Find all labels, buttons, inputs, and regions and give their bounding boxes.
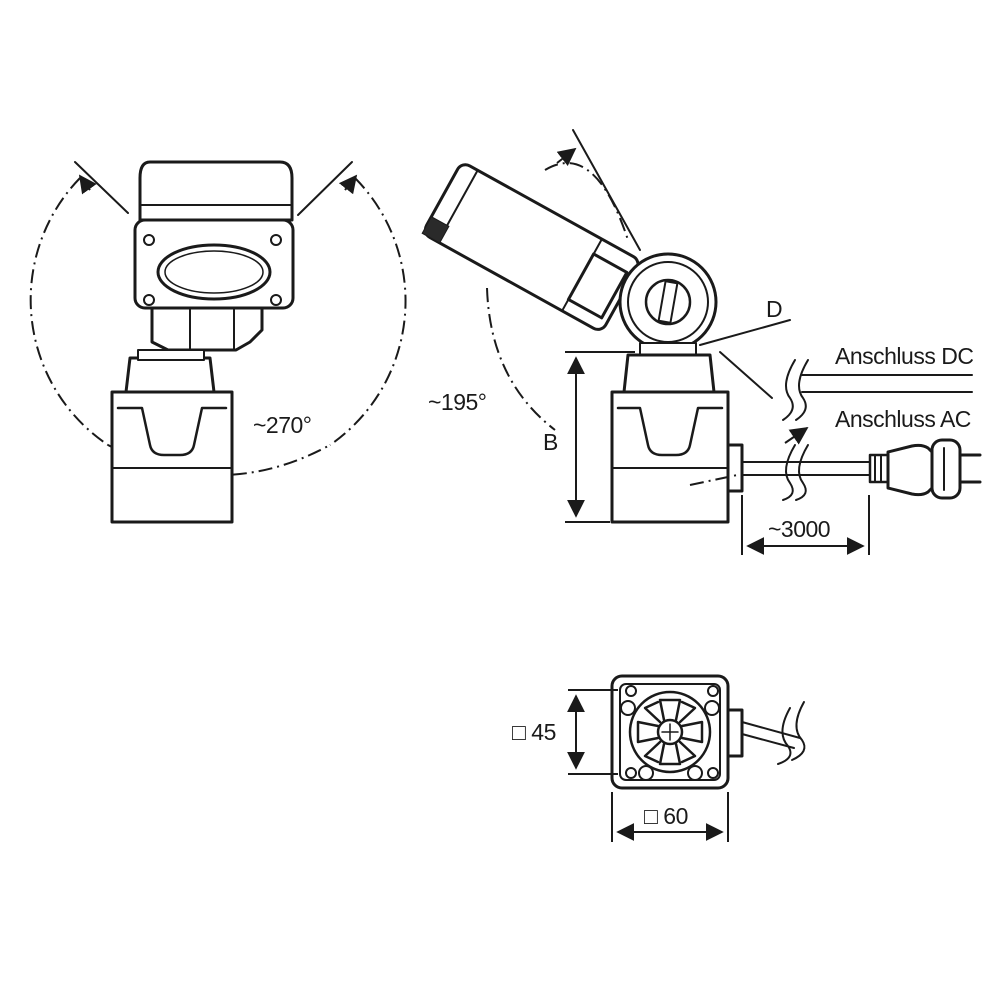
cable-dc [719,351,773,399]
cable-length-label: ~3000 [768,516,830,542]
front-view: ~270° [29,160,407,524]
base-depth-label: □ 45 [512,719,556,745]
rotation-arc-270 [29,177,109,446]
connection-dc-label: Anschluss DC [835,343,973,369]
power-plug [868,438,982,500]
base-width-label: □ 60 [644,803,688,829]
lens-front [156,243,272,301]
lamp-head-front [138,160,294,222]
angle-side-label: ~195° [428,389,487,415]
base-front [110,390,234,524]
lamp-head-side [421,163,640,331]
connection-ac-label: Anschluss AC [835,406,971,432]
cable-ac [741,461,871,476]
side-view: ~195° D B Ans [421,129,982,555]
angle-front-label: ~270° [253,412,312,438]
rotation-arc-195 [486,287,556,431]
base-side [610,390,730,524]
dim-b-label: B [543,429,558,455]
bottom-view: □ 45 □ 60 [512,674,806,842]
dim-d-label: D [766,296,782,322]
